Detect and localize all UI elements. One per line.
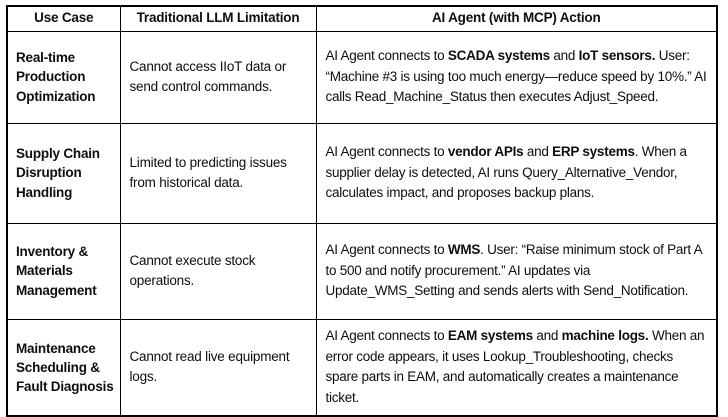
cell-limitation: Cannot execute stock operations. (119, 222, 317, 320)
table-row: Maintenance Scheduling & Fault Diagnosis… (6, 318, 718, 417)
column-header-action: AI Agent (with MCP) Action (315, 5, 718, 32)
cell-use-case: Inventory & Materials Management (6, 222, 121, 320)
cell-action: AI Agent connects to WMS. User: “Raise m… (315, 222, 718, 320)
header-row: Use Case Traditional LLM Limitation AI A… (6, 5, 718, 32)
cell-limitation: Limited to predicting issues from histor… (119, 122, 317, 224)
table-body: Real-time Production Optimization Cannot… (6, 30, 718, 417)
cell-use-case: Supply Chain Disruption Handling (6, 122, 121, 224)
cell-use-case: Maintenance Scheduling & Fault Diagnosis (6, 318, 121, 417)
cell-use-case: Real-time Production Optimization (6, 30, 121, 124)
cell-action: AI Agent connects to EAM systems and mac… (315, 318, 718, 417)
comparison-table-container: Use Case Traditional LLM Limitation AI A… (6, 5, 718, 417)
column-header-use-case: Use Case (6, 5, 121, 32)
column-header-limitation: Traditional LLM Limitation (119, 5, 317, 32)
table-row: Supply Chain Disruption Handling Limited… (6, 122, 718, 224)
cell-limitation: Cannot access IIoT data or send control … (119, 30, 317, 124)
cell-limitation: Cannot read live equipment logs. (119, 318, 317, 417)
mcp-comparison-table: Use Case Traditional LLM Limitation AI A… (6, 5, 718, 417)
table-row: Real-time Production Optimization Cannot… (6, 30, 718, 124)
table-row: Inventory & Materials Management Cannot … (6, 222, 718, 320)
cell-action: AI Agent connects to vendor APIs and ERP… (315, 122, 718, 224)
cell-action: AI Agent connects to SCADA systems and I… (315, 30, 718, 124)
table-header: Use Case Traditional LLM Limitation AI A… (6, 5, 718, 32)
